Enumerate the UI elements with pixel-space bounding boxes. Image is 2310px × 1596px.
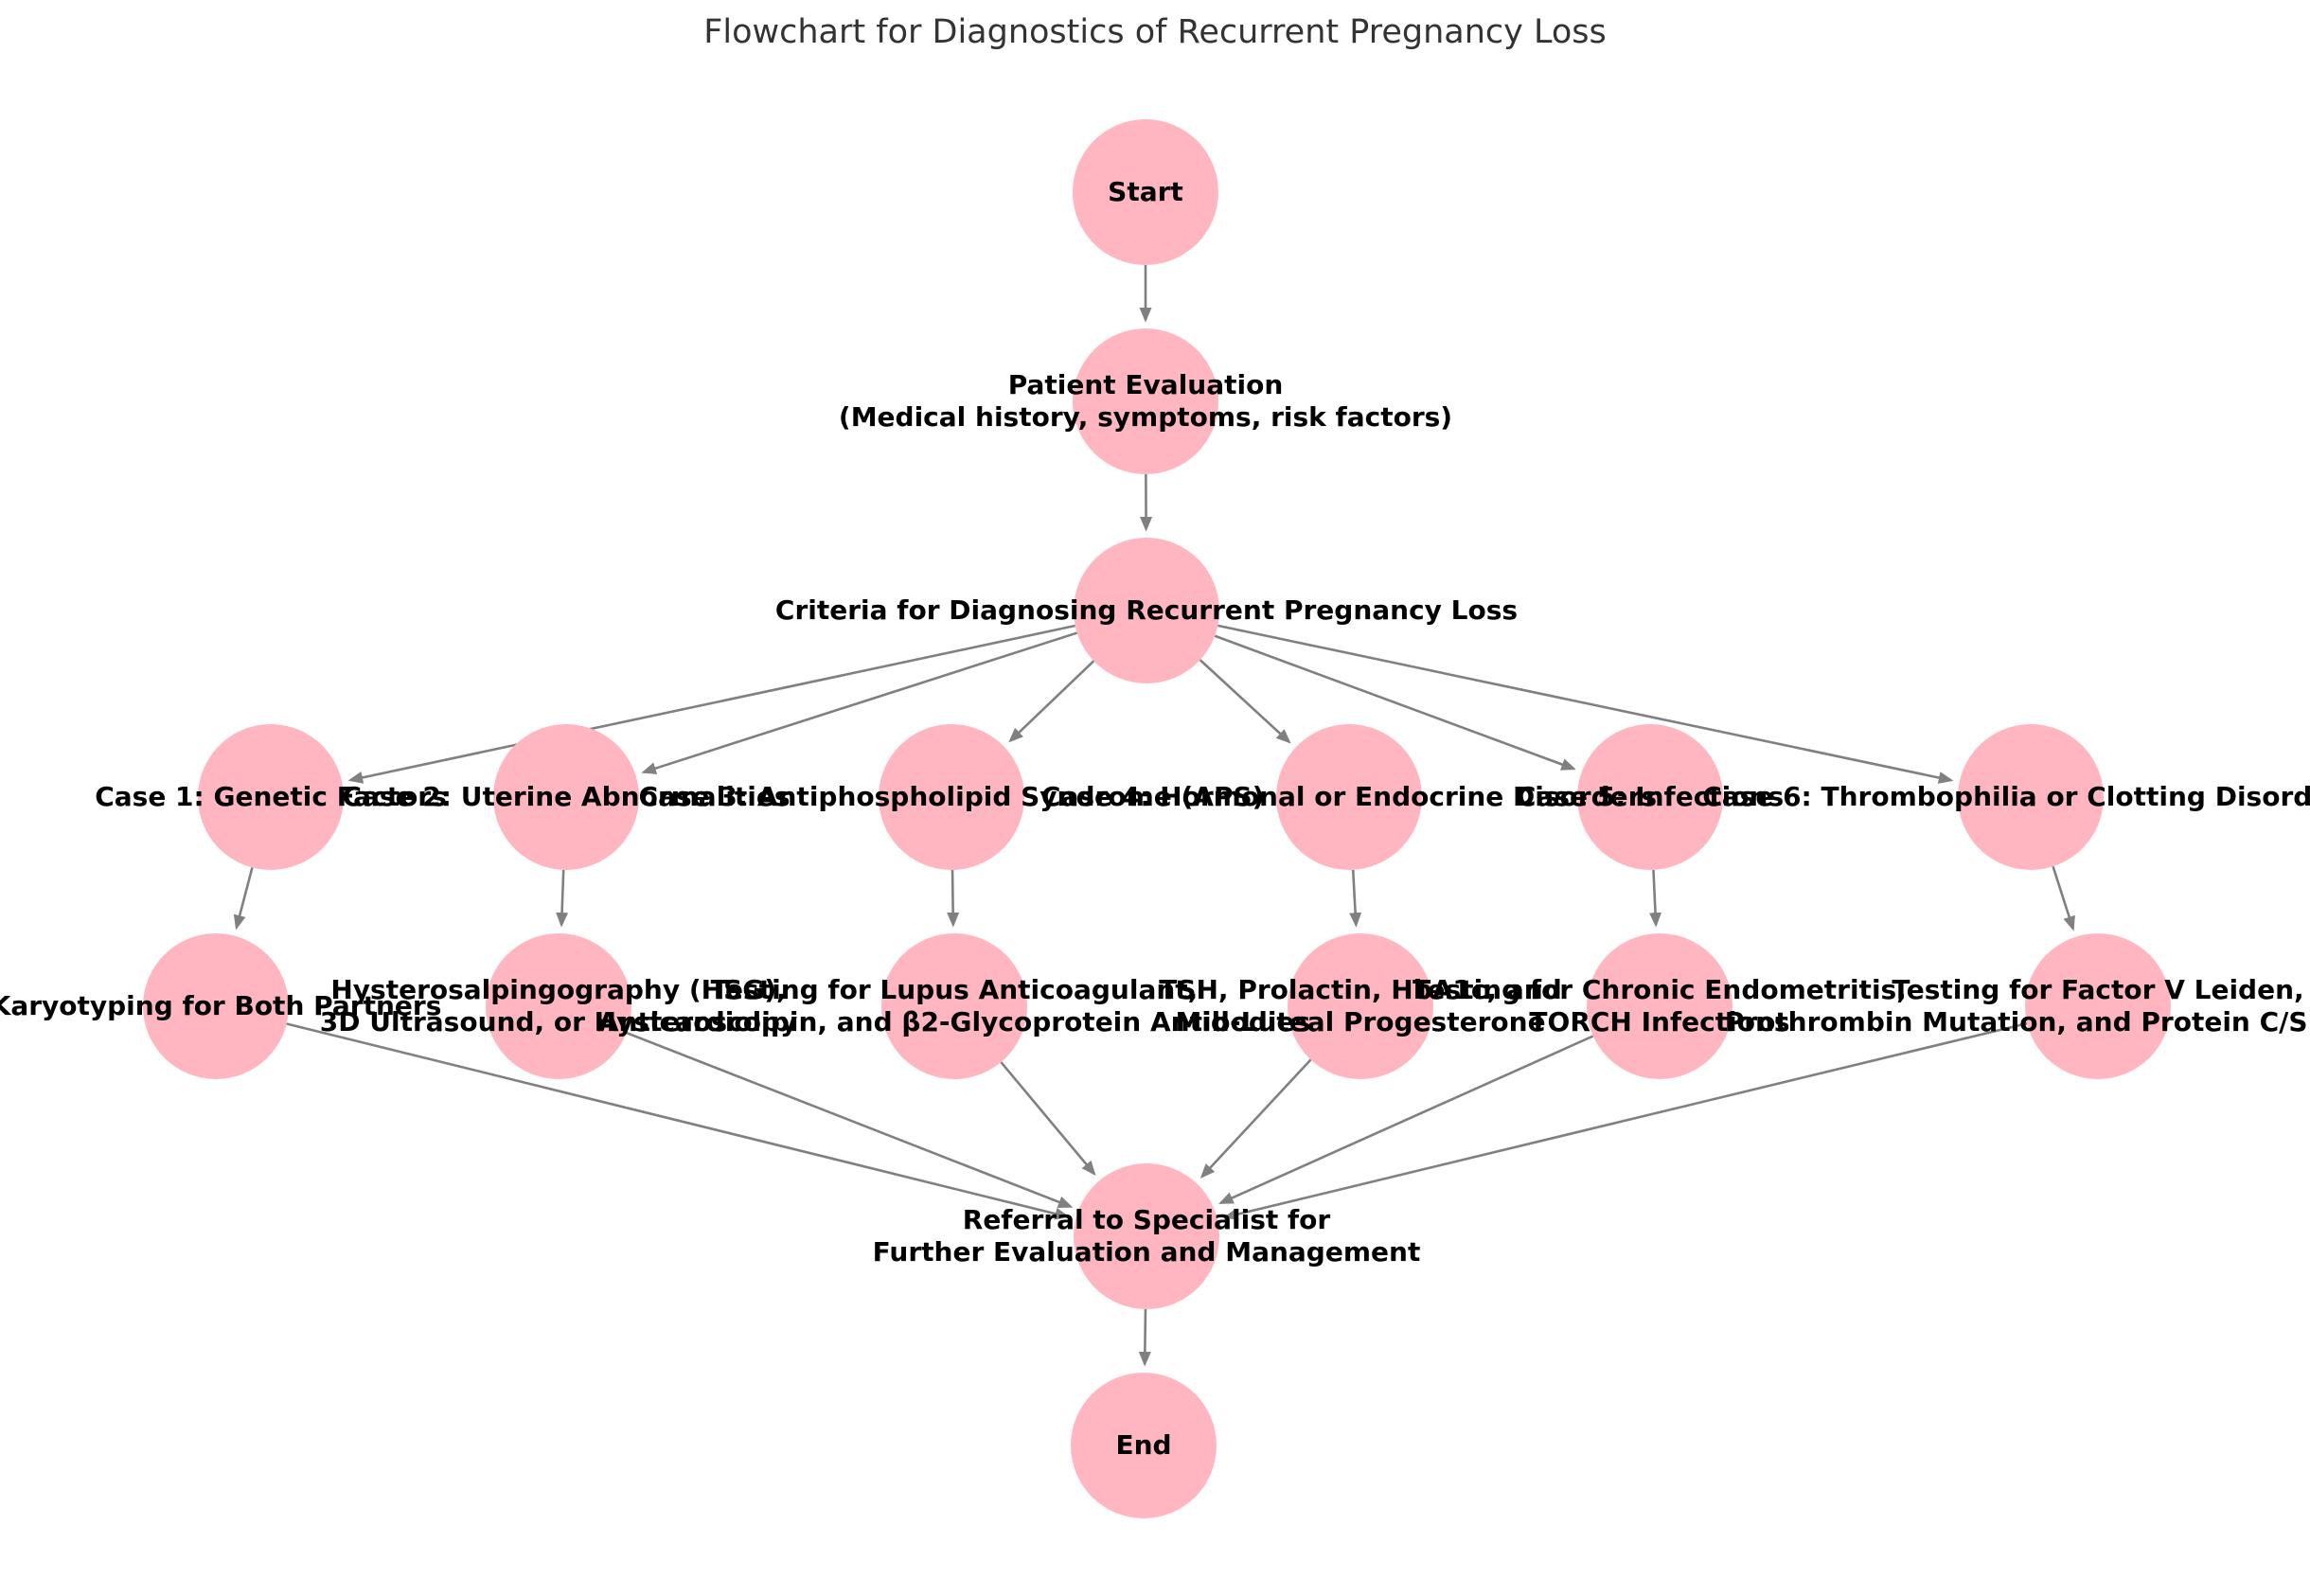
flow-node-label-start: Start: [1108, 176, 1183, 207]
edge-case3-test3: [947, 869, 960, 928]
flow-node-test2: [486, 933, 631, 1079]
edge-case2-test2: [556, 869, 569, 928]
flow-node-criteria: [1074, 538, 1219, 683]
flow-node-case5: [1577, 724, 1723, 870]
edge-referral-end: [1138, 1308, 1151, 1367]
flow-node-test5: [1587, 933, 1732, 1079]
flow-node-label-test4: TSH, Prolactin, HbA1c, and Mid-Luteal Pr…: [1159, 974, 1562, 1037]
edge-case4-test4: [1349, 869, 1362, 928]
flow-node-label-case1: Case 1: Genetic Factors: [95, 781, 447, 812]
flow-node-label-test5: Testing for Chronic Endometritis, TORCH …: [1413, 974, 1907, 1037]
flow-node-case1: [198, 724, 344, 870]
flow-node-label-evaluation: Patient Evaluation (Medical history, sym…: [838, 369, 1453, 433]
flow-node-case6: [1958, 724, 2104, 870]
edge-criteria-case6: [1217, 624, 1954, 784]
flow-node-case3: [879, 724, 1024, 870]
edge-case5-test5: [1649, 869, 1662, 928]
edge-case1-test1: [233, 867, 254, 931]
flow-node-label-referral: Referral to Specialist for Further Evalu…: [872, 1204, 1421, 1268]
flow-node-label-case4: Case 4: Hormonal or Endocrine Disorders: [1040, 781, 1658, 812]
edge-test1-referral: [286, 1022, 1071, 1220]
chart-title: Flowchart for Diagnostics of Recurrent P…: [703, 13, 1607, 51]
flow-node-test4: [1288, 933, 1433, 1079]
flow-node-label-criteria: Criteria for Diagnosing Recurrent Pregna…: [774, 594, 1519, 626]
flow-node-label-test2: Hysterosalpingography (HSG), 3D Ultrasou…: [319, 974, 798, 1037]
flow-node-label-test6: Testing for Factor V Leiden, Prothrombin…: [1724, 974, 2308, 1037]
edge-criteria-case2: [641, 631, 1078, 774]
edge-case6-test6: [2052, 865, 2075, 931]
flow-node-test6: [2025, 933, 2171, 1079]
flow-node-test3: [881, 933, 1027, 1079]
flow-node-label-case6: Case 6: Thrombophilia or Clotting Disord…: [1702, 781, 2310, 812]
edge-test3-referral: [1000, 1061, 1096, 1176]
flow-node-end: [1071, 1373, 1217, 1518]
edge-criteria-case5: [1214, 634, 1576, 771]
edge-test4-referral: [1199, 1058, 1312, 1179]
edge-criteria-case3: [1008, 660, 1095, 743]
edge-criteria-case4: [1199, 659, 1291, 744]
edge-criteria-case1: [347, 624, 1075, 784]
edges-group: [233, 265, 2075, 1367]
flow-node-start: [1073, 119, 1218, 265]
flow-node-evaluation: [1073, 328, 1218, 474]
edge-test5-referral: [1218, 1035, 1594, 1205]
flow-node-label-case3: Case 3: Antiphospholipid Syndrome (APS): [638, 781, 1265, 812]
flow-node-test1: [143, 933, 289, 1079]
edge-test2-referral: [626, 1031, 1074, 1208]
flow-node-label-case5: Case 5: Infections: [1516, 781, 1785, 812]
flow-node-case2: [493, 724, 639, 870]
flow-node-case4: [1276, 724, 1422, 870]
flow-node-referral: [1074, 1163, 1219, 1309]
flow-node-label-end: End: [1115, 1429, 1172, 1461]
flow-node-label-case2: Case 2: Uterine Abnormalities: [342, 781, 791, 812]
edge-test6-referral: [1223, 1021, 2028, 1221]
flow-node-label-test1: Karyotyping for Both Partners: [0, 990, 442, 1021]
flow-node-label-test3: Testing for Lupus Anticoagulant, Anticar…: [597, 974, 1311, 1037]
